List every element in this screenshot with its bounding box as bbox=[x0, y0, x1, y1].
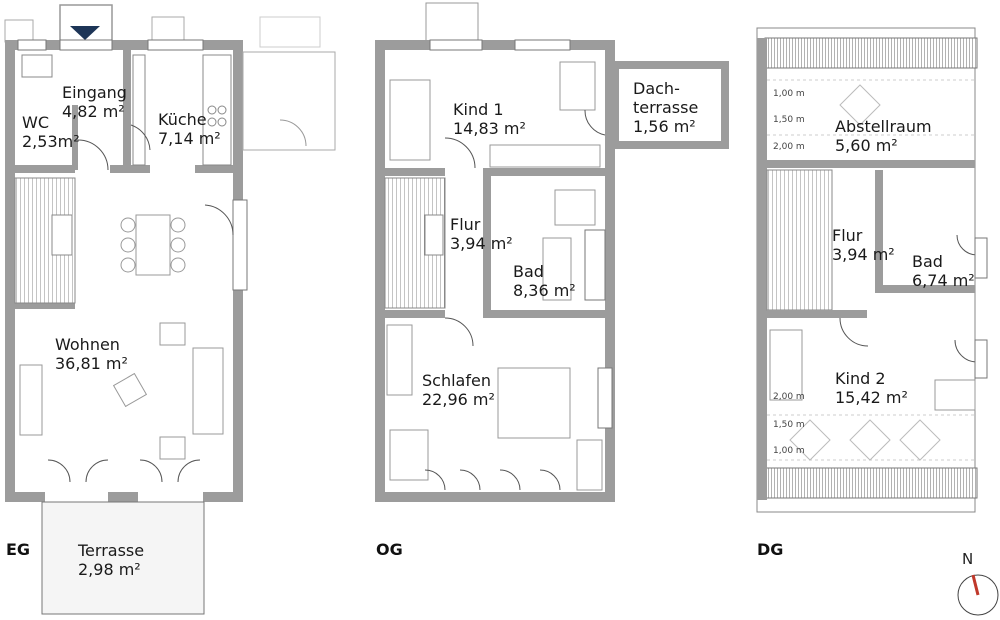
level-label-eg: EG bbox=[6, 540, 31, 559]
upper-floor-plan bbox=[375, 2, 729, 502]
wall bbox=[5, 40, 15, 502]
terrace bbox=[41, 501, 205, 615]
entry-arrow-icon bbox=[70, 26, 100, 40]
compass-north-label: N bbox=[962, 550, 974, 568]
bed bbox=[769, 329, 803, 401]
dimension-label: 1,50 m bbox=[773, 420, 805, 430]
double-bed bbox=[497, 367, 571, 439]
attic-floor-plan bbox=[756, 27, 988, 513]
wall bbox=[5, 40, 243, 50]
bed bbox=[389, 79, 431, 161]
bathtub bbox=[542, 237, 572, 301]
dimension-label: 1,00 m bbox=[773, 446, 805, 456]
dimension-label: 1,00 m bbox=[773, 89, 805, 99]
roof-terrace bbox=[611, 61, 729, 149]
dimension-label: 2,00 m bbox=[773, 142, 805, 152]
compass-icon bbox=[957, 574, 999, 616]
level-label-dg: DG bbox=[757, 540, 784, 559]
dining-table bbox=[135, 214, 171, 276]
dimension-label: 1,50 m bbox=[773, 115, 805, 125]
level-label-og: OG bbox=[376, 540, 403, 559]
dimension-label: 2,00 m bbox=[773, 392, 805, 402]
ground-floor-plan bbox=[4, 4, 336, 615]
sofa bbox=[192, 347, 224, 435]
annex bbox=[242, 51, 336, 151]
